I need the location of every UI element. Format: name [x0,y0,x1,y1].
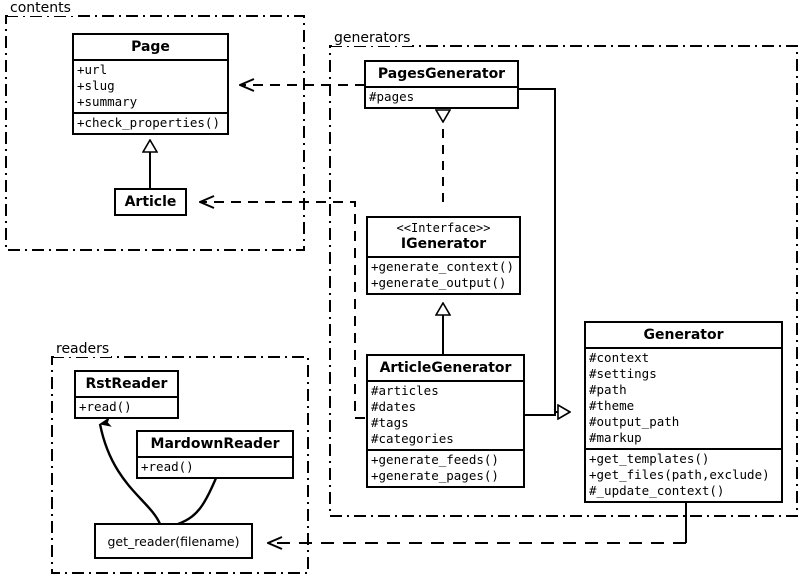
class-attributes-page: +url +slug +summary [74,59,227,112]
operation-item: +generate_output() [371,275,507,290]
operation-item: +generate_context() [371,259,514,274]
class-operations-mardownreader: +read() [138,456,292,477]
class-name-generator: Generator [643,327,724,343]
class-name-article: Article [124,194,177,210]
relation-articlegenerator-depends-article [200,202,365,419]
relation-pagesgenerator-generalizes-generator [519,88,556,412]
operation-item: +read() [141,459,194,474]
class-operations-igenerator: +generate_context() +generate_output() [368,256,519,293]
attribute-item: #markup [589,430,642,445]
class-operations-page: +check_properties() [74,112,227,133]
class-name-pagesgenerator: PagesGenerator [377,66,506,82]
attribute-item: #pages [369,89,415,104]
class-box-pagesgenerator[interactable]: PagesGenerator #pages [364,60,519,109]
package-label-generators: generators [332,30,413,46]
attribute-item: #theme [589,398,635,413]
attribute-item: +summary [77,94,138,109]
class-box-articlegenerator[interactable]: ArticleGenerator #articles #dates #tags … [366,354,525,488]
package-border-readers [51,356,309,574]
attribute-item: #output_path [589,414,680,429]
operation-item: +read() [79,399,132,414]
attribute-item: #tags [371,415,409,430]
operation-item: +generate_pages() [371,468,499,483]
class-box-rstreader[interactable]: RstReader +read() [74,370,179,419]
attribute-item: +slug [77,78,115,93]
class-box-page[interactable]: Page +url +slug +summary +check_properti… [72,33,229,135]
operation-item: #_update_context() [589,483,725,498]
package-border-contents [5,15,305,251]
class-attributes-generator: #context #settings #path #theme #output_… [586,347,781,448]
package-label-contents: contents [8,0,73,16]
attribute-item: #settings [589,366,657,381]
class-attributes-pagesgenerator: #pages [366,86,517,107]
class-name-articlegenerator: ArticleGenerator [379,360,512,376]
attribute-item: #dates [371,399,417,414]
operation-item: +check_properties() [77,115,220,130]
class-operations-generator: +get_templates() +get_files(path,exclude… [586,448,781,501]
class-name-igenerator-block: <<Interface>> IGenerator [368,218,519,256]
class-operations-articlegenerator: +generate_feeds() +generate_pages() [368,449,523,486]
attribute-item: #articles [371,383,439,398]
attribute-item: #context [589,350,650,365]
class-box-igenerator[interactable]: <<Interface>> IGenerator +generate_conte… [366,216,521,295]
class-name-igenerator: IGenerator [400,236,487,252]
package-label-readers: readers [54,341,112,357]
class-name-mardownreader: MardownReader [150,436,280,452]
operation-item: +get_files(path,exclude) [589,467,770,482]
attribute-item: +url [77,62,108,77]
relation-getreader-creates-rstreader [98,416,162,525]
class-stereotype-igenerator: <<Interface>> [396,221,491,235]
class-box-mardownreader[interactable]: MardownReader +read() [136,430,294,479]
class-box-article[interactable]: Article [114,188,187,216]
relation-articlegenerator-generalizes-generator [525,412,570,415]
attribute-item: #categories [371,431,454,446]
package-border-generators [329,45,798,517]
operation-item: +get_templates() [589,451,710,466]
class-box-generator[interactable]: Generator #context #settings #path #them… [584,321,783,503]
class-attributes-articlegenerator: #articles #dates #tags #categories [368,380,523,449]
attribute-item: #path [589,382,627,397]
operation-item: +generate_feeds() [371,452,499,467]
class-name-rstreader: RstReader [85,376,168,392]
class-name-page: Page [131,39,170,55]
function-label-get-reader: get_reader(filename) [107,533,240,549]
function-box-get-reader[interactable]: get_reader(filename) [94,523,253,559]
class-operations-rstreader: +read() [76,396,177,417]
